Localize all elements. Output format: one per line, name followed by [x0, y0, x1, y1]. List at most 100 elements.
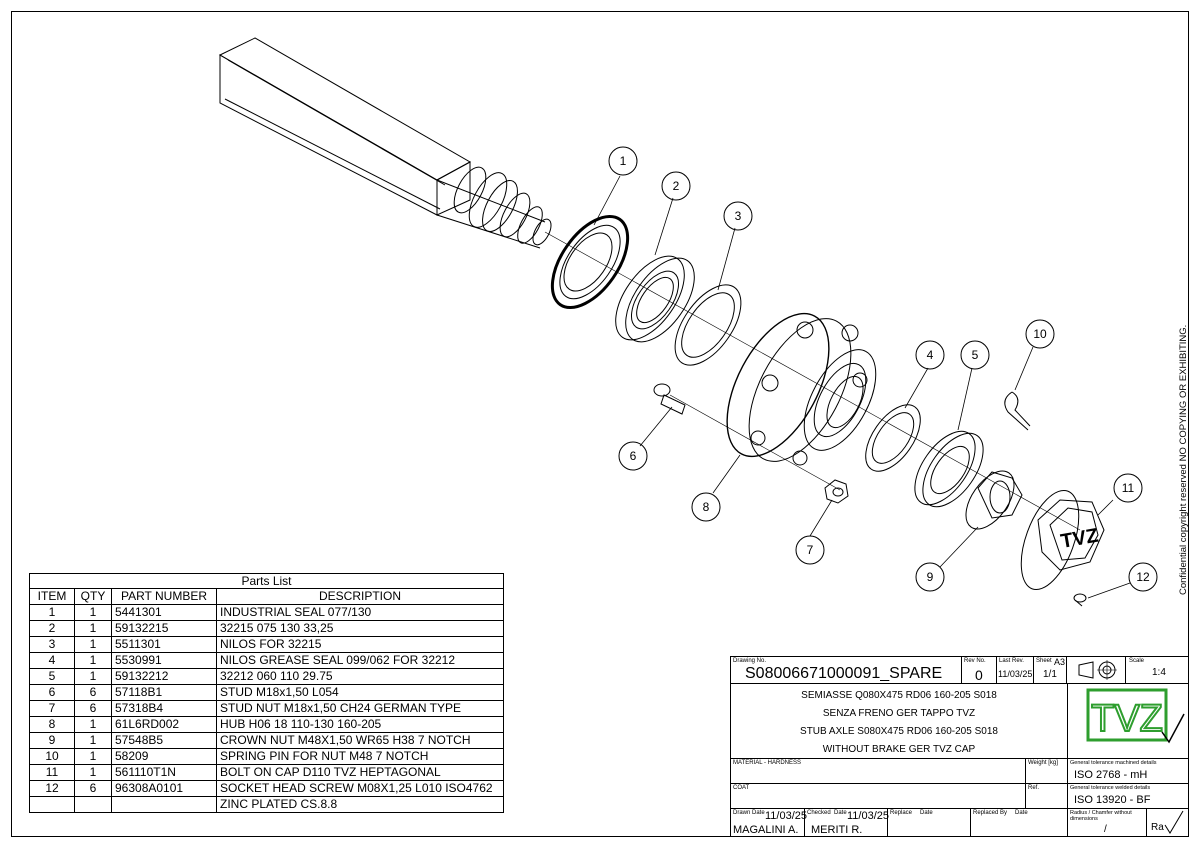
drawing-frame	[11, 11, 1189, 837]
description-cell: 32212 060 110 29.75	[216, 668, 504, 685]
logo-cell: TVZ	[1067, 683, 1189, 759]
item-cell: 3	[29, 636, 75, 653]
balloon-8	[691, 492, 721, 522]
desc-line-2: SENZA FRENO GER TAPPO TVZ	[822, 708, 976, 719]
part-4-grease-seal	[865, 404, 921, 472]
balloon-10	[1025, 319, 1055, 349]
description-cell: BOLT ON CAP D110 TVZ HEPTAGONAL	[216, 764, 504, 781]
balloon-12	[1128, 562, 1158, 592]
header-description: DESCRIPTION	[216, 588, 504, 605]
balloon-label: 1	[620, 154, 627, 168]
roughness-cell: Ra	[1146, 808, 1189, 837]
empty-cell	[111, 796, 217, 813]
callout-balloons	[608, 146, 1158, 592]
qty-cell: 1	[74, 748, 112, 765]
balloon-4	[915, 340, 945, 370]
item-cell: 9	[29, 732, 75, 749]
item-cell: 11	[29, 764, 75, 781]
stub-axle	[218, 37, 552, 249]
part-number-cell: 5530991	[111, 652, 217, 669]
leader-lines	[593, 175, 1131, 599]
balloon-label: 7	[807, 543, 814, 557]
description-cell: NILOS GREASE SEAL 099/062 FOR 32212	[216, 652, 504, 669]
part-5-bearing	[914, 430, 984, 508]
part-number-cell: 58209	[111, 748, 217, 765]
qty-cell: 1	[74, 764, 112, 781]
part-number-cell: 59132212	[111, 668, 217, 685]
description-cell: 32215 075 130 33,25	[216, 620, 504, 637]
item-cell: 6	[29, 684, 75, 701]
drawing-number: S08006671000091_SPARE	[745, 665, 943, 682]
part-number-cell: 96308A0101	[111, 780, 217, 797]
balloon-5	[960, 340, 990, 370]
part-number-cell: 561110T1N	[111, 764, 217, 781]
part-number-cell: 5441301	[111, 604, 217, 621]
last-rev-cell: Last Rev. 11/03/25	[996, 656, 1034, 684]
qty-cell: 6	[74, 780, 112, 797]
header-qty: QTY	[74, 588, 112, 605]
part-12-screw	[1073, 593, 1087, 607]
item-cell: 4	[29, 652, 75, 669]
projection-icon	[1078, 660, 1117, 680]
description-cell: HUB H06 18 110-130 160-205	[216, 716, 504, 733]
desc-line-1: SEMIASSE Q080X475 RD06 160-205 S018	[801, 690, 997, 701]
empty-cell	[29, 796, 75, 813]
scale-cell: Scale 1:4	[1125, 656, 1189, 684]
radius-cell: Radius / Chamfer without dimensions /	[1067, 808, 1147, 837]
description-cell: SOCKET HEAD SCREW M08X1,25 L010 ISO4762	[216, 780, 504, 797]
balloon-label: 8	[703, 500, 710, 514]
confidential-notice: Confidential copyright reserved NO COPYI…	[1178, 324, 1189, 595]
item-cell: 8	[29, 716, 75, 733]
part-number-cell: 61L6RD002	[111, 716, 217, 733]
part-8-hub	[726, 312, 877, 466]
description-cell: STUD NUT M18x1,50 CH24 GERMAN TYPE	[216, 700, 504, 717]
item-cell: 7	[29, 700, 75, 717]
table-row: ZINC PLATED CS.8.8	[29, 796, 504, 813]
part-6-stud	[653, 383, 686, 415]
part-10-spring-pin	[1004, 391, 1031, 431]
balloon-label: 11	[1122, 481, 1135, 495]
sheet-cell: Sheet A3 1/1	[1033, 656, 1067, 684]
balloon-label: 2	[673, 179, 680, 193]
balloon-3	[723, 201, 753, 231]
balloon-1	[608, 146, 638, 176]
qty-cell: 1	[74, 716, 112, 733]
description-cell: SEMIASSE Q080X475 RD06 160-205 S018 SENZ…	[730, 683, 1068, 759]
roughness-check-icon	[1164, 810, 1184, 834]
part-number-cell: 5511301	[111, 636, 217, 653]
logo-text: TVZ	[1091, 698, 1163, 740]
parts-list-title: Parts List	[29, 573, 504, 588]
item-cell: 2	[29, 620, 75, 637]
balloon-label: 12	[1136, 570, 1150, 584]
balloon-2	[661, 171, 691, 201]
header-part-number: PART NUMBER	[111, 588, 217, 605]
balloon-label: 5	[972, 348, 979, 362]
tol-machined-cell: General tolerance machined details ISO 2…	[1067, 758, 1189, 784]
header-item: ITEM	[29, 588, 75, 605]
material-cell: MATERIAL - HARDNESS	[730, 758, 1026, 784]
coat-cell: COAT	[730, 783, 1026, 809]
empty-cell	[74, 796, 112, 813]
part-number-cell: 57548B5	[111, 732, 217, 749]
balloon-6	[618, 441, 648, 471]
ref-cell: Ref.	[1025, 783, 1068, 809]
qty-cell: 1	[74, 732, 112, 749]
balloon-9	[915, 562, 945, 592]
tvz-logo: TVZ	[1086, 688, 1185, 744]
part-1-industrial-seal	[550, 214, 630, 310]
checked-cell: Checked Date 11/03/25 MERITI R.	[804, 808, 889, 837]
balloon-label: 9	[927, 570, 934, 584]
part-9-crown-nut	[965, 470, 1023, 530]
balloon-label: 3	[735, 209, 742, 223]
description-cell: NILOS FOR 32215	[216, 636, 504, 653]
